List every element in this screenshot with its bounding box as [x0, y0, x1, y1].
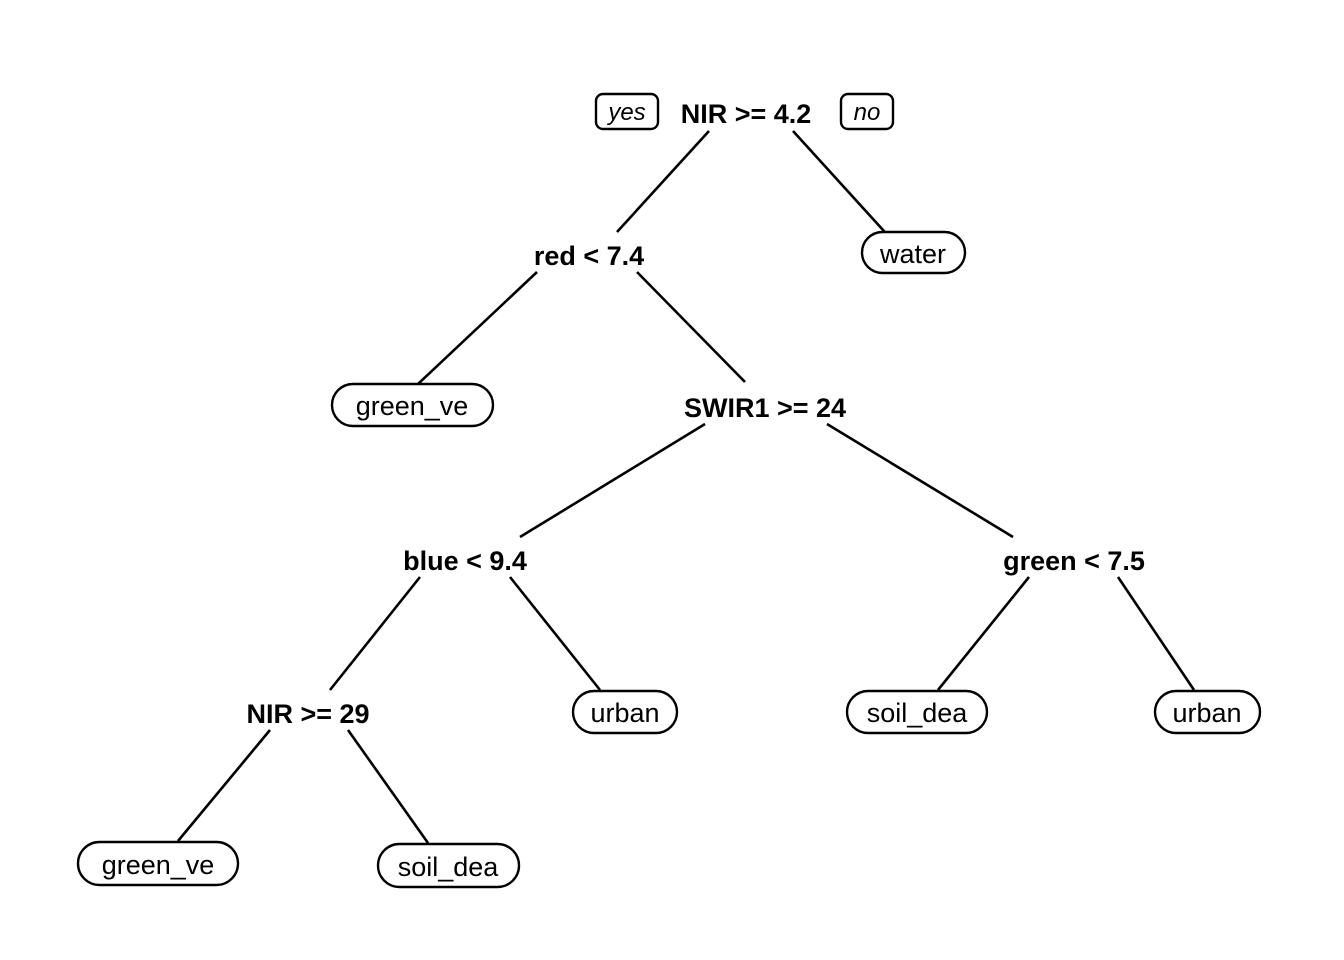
edge-green-to-soildea [936, 576, 1031, 691]
branch-label-no: no [839, 92, 895, 131]
leaf-label-soil-dea-1: soil_dea [867, 698, 969, 728]
leaf-node-water[interactable]: water [860, 230, 967, 275]
edge-root-to-water [792, 130, 894, 242]
edge-swir1-to-blue [519, 422, 706, 539]
split-node-red-7-4[interactable]: red < 7.4 [534, 241, 644, 271]
leaf-shape-soil-dea-2 [376, 842, 521, 889]
leaf-shape-urban-2 [1153, 689, 1262, 735]
leaf-node-soil-dea-1[interactable]: soil_dea [845, 689, 989, 735]
split-node-swir1-24[interactable]: SWIR1 >= 24 [684, 393, 846, 423]
edge-group [176, 130, 1196, 844]
edge-root-to-red [616, 130, 710, 233]
split-node-blue-9-4[interactable]: blue < 9.4 [403, 546, 527, 576]
edge-red-to-greenve [417, 271, 538, 385]
edge-nir29-to-soildea [346, 729, 430, 844]
edge-swir1-to-green [826, 422, 1014, 539]
split-node-green-7-5[interactable]: green < 7.5 [1003, 546, 1145, 576]
leaf-shape-green-ve-1 [330, 382, 495, 428]
edge-nir29-to-greenve [176, 729, 272, 842]
split-node-nir-4-2[interactable]: NIR >= 4.2 [681, 99, 812, 129]
yes-box [594, 92, 660, 131]
leaf-node-urban-1[interactable]: urban [571, 689, 679, 735]
leaf-shape-urban-1 [571, 689, 679, 735]
branch-label-yes: yes [594, 92, 660, 131]
edge-red-to-swir1 [636, 271, 746, 383]
leaf-shape-soil-dea-1 [845, 689, 989, 735]
leaf-node-green-ve-1[interactable]: green_ve [330, 382, 495, 428]
leaf-label-soil-dea-2: soil_dea [398, 852, 500, 882]
leaf-label-water: water [879, 239, 946, 269]
no-label: no [854, 99, 881, 126]
no-box [839, 92, 895, 131]
leaf-label-urban-1: urban [590, 698, 659, 728]
leaf-node-green-ve-2[interactable]: green_ve [76, 840, 240, 887]
leaf-shape-green-ve-2 [76, 840, 240, 887]
leaf-node-urban-2[interactable]: urban [1153, 689, 1262, 735]
edge-green-to-urban [1116, 576, 1196, 691]
edge-blue-to-nir29 [328, 576, 422, 691]
edge-blue-to-urban [508, 576, 602, 691]
leaf-shape-water [860, 230, 967, 275]
leaf-label-green-ve-2: green_ve [102, 850, 215, 880]
yes-label: yes [606, 99, 645, 126]
leaf-label-urban-2: urban [1172, 698, 1241, 728]
leaf-node-soil-dea-2[interactable]: soil_dea [376, 842, 521, 889]
split-node-nir-29[interactable]: NIR >= 29 [246, 699, 369, 729]
leaf-label-green-ve-1: green_ve [356, 391, 469, 421]
